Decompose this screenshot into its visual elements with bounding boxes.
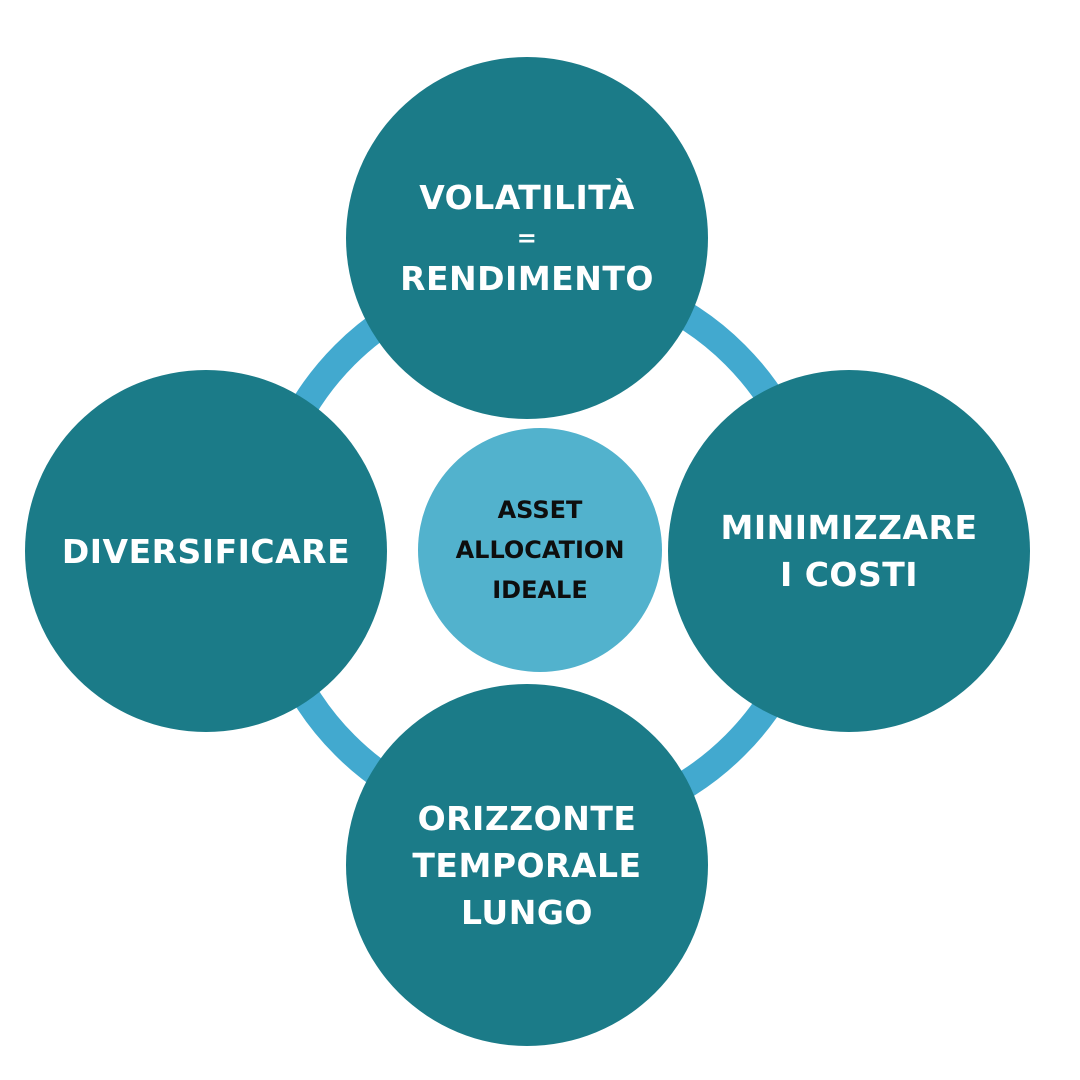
node-label-line: TEMPORALE bbox=[412, 845, 642, 885]
node-label-line: I COSTI bbox=[779, 555, 919, 594]
node-long-time-horizon: ORIZZONTE TEMPORALE LUNGO bbox=[346, 684, 708, 1046]
node-label-line: VOLATILITÀ bbox=[419, 178, 635, 217]
node-label-line: RENDIMENTO bbox=[400, 259, 654, 298]
center-label-line: ALLOCATION bbox=[455, 536, 625, 564]
center-label-line: IDEALE bbox=[492, 576, 588, 604]
center-asset-allocation: ASSET ALLOCATION IDEALE bbox=[418, 428, 662, 672]
node-label-line: MINIMIZZARE bbox=[720, 508, 978, 547]
center-label-line: ASSET bbox=[497, 496, 583, 524]
node-label-line: ORIZZONTE bbox=[417, 798, 637, 838]
node-label-line: = bbox=[516, 224, 538, 252]
node-volatility-return: VOLATILITÀ = RENDIMENTO bbox=[346, 57, 708, 419]
node-diversify: DIVERSIFICARE bbox=[25, 370, 387, 732]
node-label-line: DIVERSIFICARE bbox=[61, 531, 351, 571]
node-label-line: LUNGO bbox=[461, 892, 593, 932]
node-minimize-costs: MINIMIZZARE I COSTI bbox=[668, 370, 1030, 732]
